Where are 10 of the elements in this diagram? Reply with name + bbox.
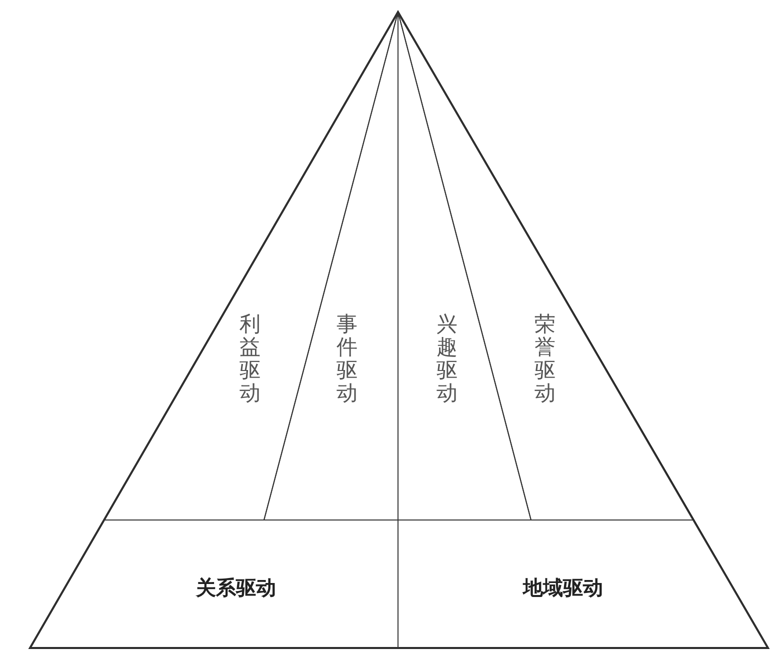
pyramid-segment <box>398 12 693 520</box>
pyramid-segment <box>398 520 768 648</box>
segment-label: 事件驱动 <box>336 312 358 406</box>
segment-label: 地域驱动 <box>523 574 603 602</box>
segment-label: 荣誉驱动 <box>534 312 556 406</box>
segment-label: 兴趣驱动 <box>436 312 458 406</box>
pyramid-segment <box>104 12 398 520</box>
segment-label: 利益驱动 <box>240 312 260 406</box>
pyramid-segment <box>30 520 398 648</box>
segment-label: 关系驱动 <box>196 574 276 602</box>
